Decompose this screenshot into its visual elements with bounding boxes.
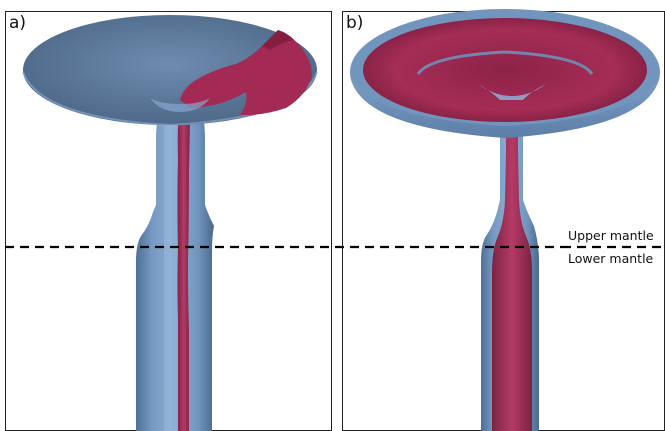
panel-b (343, 9, 665, 431)
panel-a-label: a) (9, 13, 26, 33)
panel-b-label: b) (346, 13, 363, 33)
panel-b-cap-interior (363, 18, 647, 122)
lower-mantle-label: Lower mantle (568, 251, 654, 266)
panel-a-stem-highlight (164, 120, 172, 431)
upper-mantle-label: Upper mantle (568, 228, 654, 243)
panel-a (6, 12, 332, 431)
